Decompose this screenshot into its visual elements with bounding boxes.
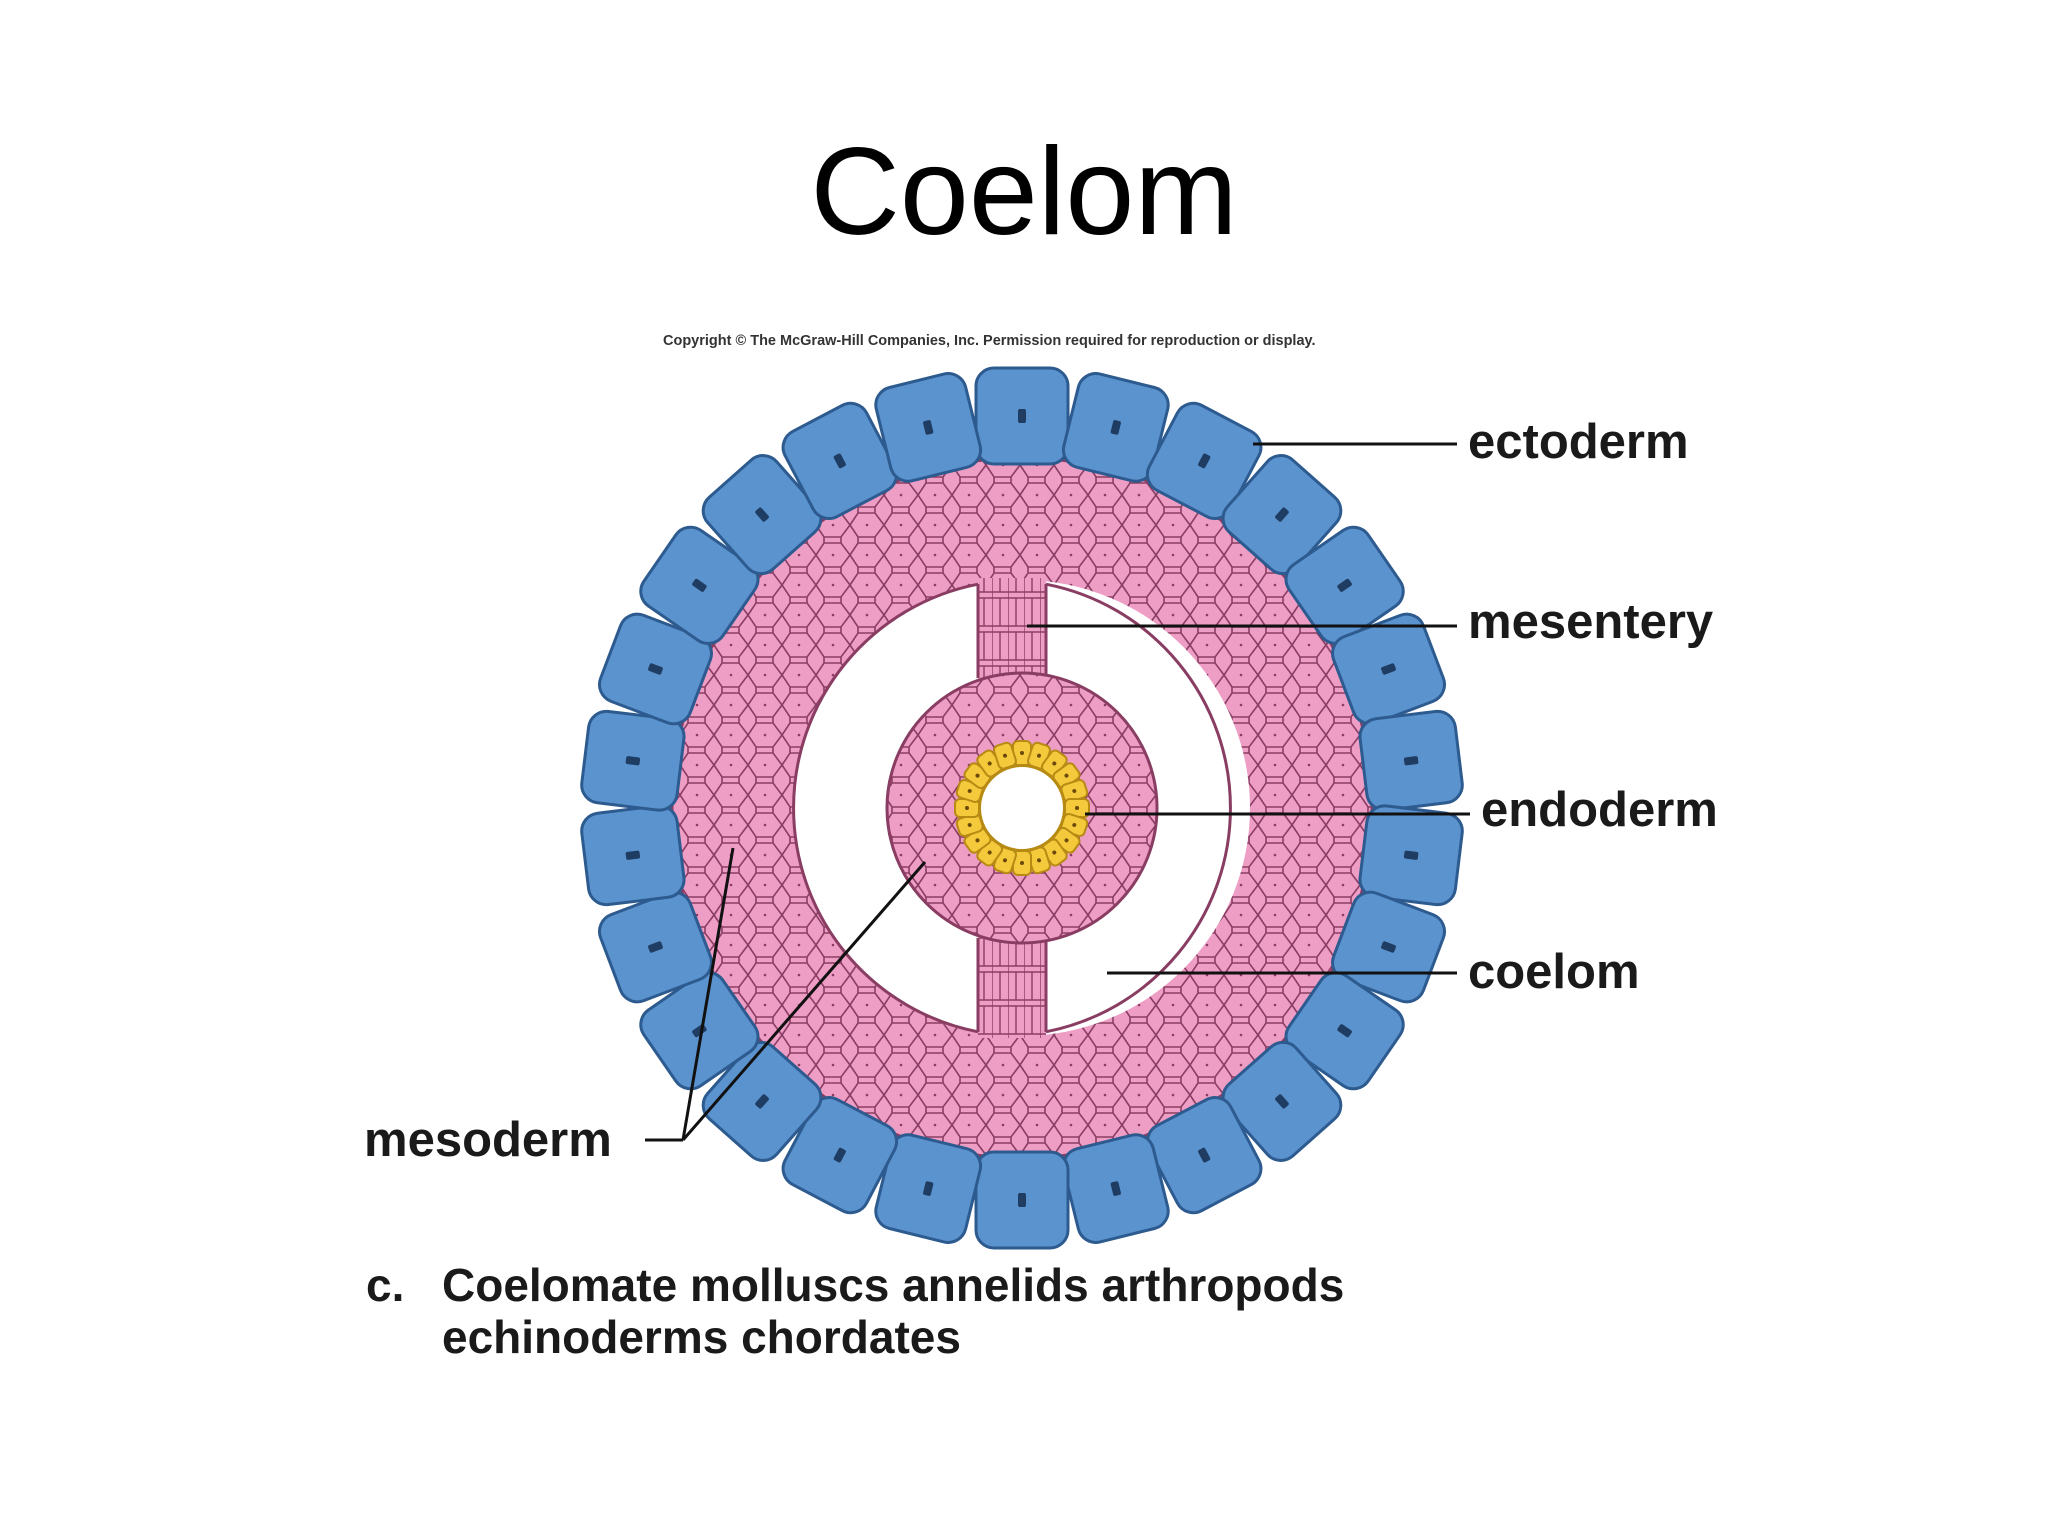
ectoderm-cell	[701, 454, 823, 576]
ectoderm-cell	[1221, 454, 1343, 576]
ectoderm-cell	[1284, 525, 1405, 645]
ectoderm-cell	[781, 1096, 899, 1215]
leader-lines	[645, 442, 1470, 1142]
ectoderm-cell	[1221, 1040, 1343, 1162]
ectoderm-cell	[597, 890, 713, 1004]
mesentery-label: mesentery	[1468, 595, 1714, 649]
ectoderm-cell	[874, 1133, 983, 1244]
ectoderm-cell	[1145, 1096, 1263, 1215]
ectoderm-label: ectoderm	[1468, 415, 1689, 469]
mesentery	[976, 578, 1048, 1038]
endoderm-label: endoderm	[1481, 783, 1718, 837]
copyright-notice: Copyright © The McGraw-Hill Companies, I…	[663, 333, 1316, 349]
ectoderm-cell	[580, 709, 686, 812]
caption-marker: c.	[366, 1259, 405, 1311]
ectoderm-cell	[1061, 1133, 1170, 1244]
ectoderm-cell	[580, 804, 686, 907]
ectoderm-cell	[701, 1040, 823, 1162]
endoderm-cell	[955, 813, 984, 837]
ectoderm-cell	[1358, 804, 1464, 907]
endoderm-cell	[993, 741, 1017, 770]
ectoderm-cell	[1145, 401, 1263, 520]
ectoderm-cell	[597, 612, 713, 726]
ectoderm-cell	[974, 1150, 1070, 1250]
mesoderm-label: mesoderm	[364, 1113, 612, 1167]
gut-lumen	[979, 765, 1065, 851]
ectoderm-cell	[1284, 971, 1405, 1091]
caption-line-2: echinoderms chordates	[442, 1311, 961, 1363]
coelom-label: coelom	[1468, 945, 1640, 999]
ectoderm-cell	[874, 372, 983, 483]
ectoderm-ring	[580, 366, 1464, 1250]
ectoderm-cell	[781, 401, 899, 520]
ectoderm-cell	[1358, 709, 1464, 812]
ectoderm-cell	[639, 971, 760, 1091]
ectoderm-cell	[1061, 372, 1170, 483]
slide-title: Coelom	[810, 123, 1238, 261]
endoderm-ring	[954, 740, 1090, 876]
caption-line-1: Coelomate molluscs annelids arthropods	[442, 1259, 1345, 1311]
ectoderm-cell	[639, 525, 760, 645]
mesoderm-leader-2	[681, 861, 927, 1141]
ectoderm-cell	[974, 366, 1070, 466]
mesoderm-leader-1	[681, 847, 735, 1141]
coelom-cavity	[792, 582, 1232, 1034]
